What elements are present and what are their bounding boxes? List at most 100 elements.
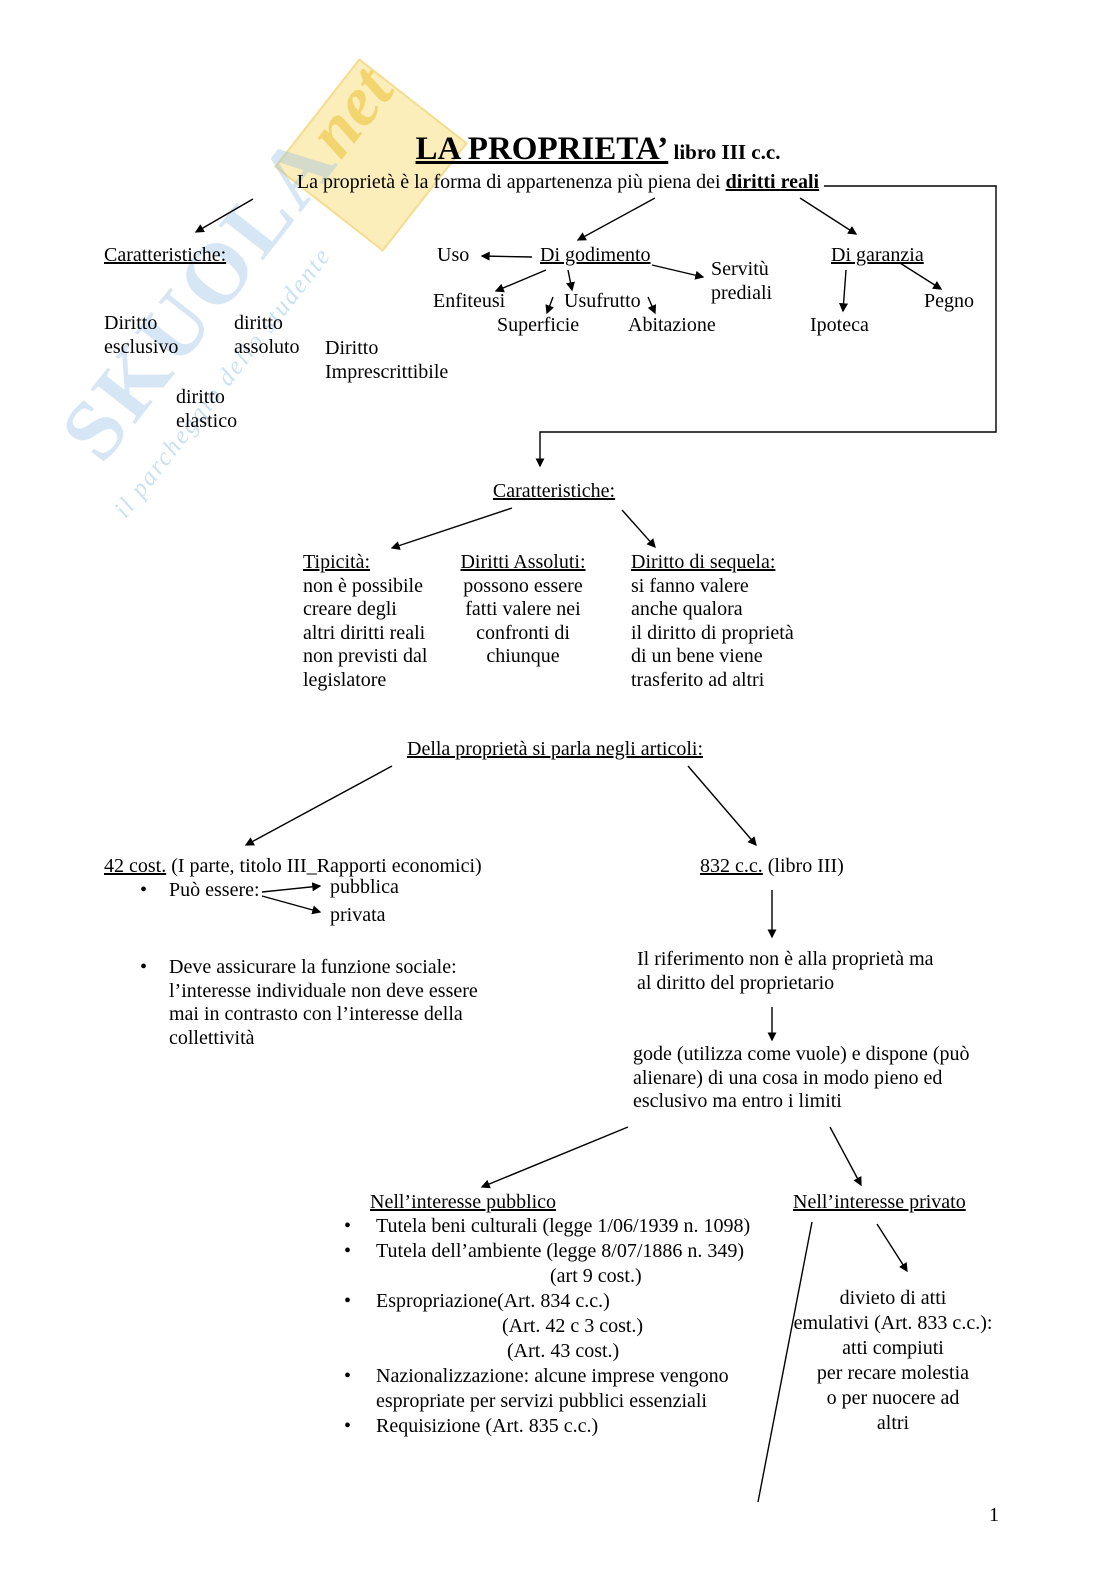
arrow-articoli-to-832cc [687,765,757,847]
bullet: • [140,879,148,901]
interesse-pubblico-label: Nell’interesse pubblico [370,1191,557,1213]
arrow-subtitle-to-garanzia [799,197,858,235]
list-item-nazionalizzazione: • Nazionalizzazione: alcune imprese vengo… [330,1364,775,1414]
arrow-garanzia-to-pegno [899,262,943,290]
node-ipoteca: Ipoteca [810,314,869,336]
arrow-usufrutto-to-abitazione [647,296,657,315]
articoli-heading-label: Della proprietà si parla negli articoli: [407,738,703,760]
interesse-privato-heading: Nell’interesse privato [793,1191,966,1215]
art832-label-rest: (libro III) [762,855,844,877]
list-item-tutela-ambiente: • Tutela dell’ambiente (legge 8/07/1886 n… [330,1239,775,1264]
page-number: 1 [989,1504,999,1526]
list-item-art43: (Art. 43 cost.) [507,1340,620,1362]
list-item-text: Tutela beni culturali (legge 1/06/1939 n… [376,1215,751,1237]
node-pubblica: pubblica [330,876,399,898]
arrow-articoli-to-42cost [244,765,393,846]
bullet: • [344,1240,352,1262]
node-diritto-esclusivo: Diritto esclusivo [104,312,179,358]
node-usufrutto: Usufrutto [564,290,641,312]
list-item-text: Nazionalizzazione: alcune imprese vengon… [376,1365,729,1412]
funzione-sociale-text: Deve assicurare la funzione sociale: l’i… [169,956,478,1049]
bullet: • [140,956,148,978]
arrow-puo-essere-to-privata [261,895,322,915]
block-diritto-di-sequela: Diritto di sequela: si fanno valere anch… [631,551,826,693]
art42-heading: 42 cost. (I parte, titolo III_Rapporti e… [104,855,482,879]
arrow-gode-to-privato [829,1126,862,1187]
node-diritto-elastico: diritto elastico [176,386,238,432]
page-title-main: LA PROPRIETA’ [415,131,669,167]
node-abitazione: Abitazione [628,314,716,336]
divieto-atti-emulativi-text: divieto di atti emulativi (Art. 833 c.c.… [793,1287,993,1434]
heading-di-godimento: Di godimento [540,244,651,268]
block-tipicita: Tipicità: non è possibile creare degli a… [303,551,458,693]
list-item-text: Tutela dell’ambiente (legge 8/07/1886 n.… [376,1240,745,1262]
art42-label: 42 cost. [104,855,167,877]
tipicita-body: non è possibile creare degli altri dirit… [303,574,428,691]
list-item-art9-cost: (art 9 cost.) [550,1265,642,1287]
di-godimento-label: Di godimento [540,244,651,266]
sequela-heading-label: Diritto di sequela: [631,551,776,573]
interesse-pubblico-heading: Nell’interesse pubblico [370,1191,556,1215]
articoli-heading: Della proprietà si parla negli articoli: [0,738,1110,762]
arrow-garanzia-to-ipoteca [839,269,849,313]
arrow-godimento-to-enfiteusi [494,269,547,293]
node-diritto-assoluto: diritto assoluto [234,312,300,358]
node-privata: privata [330,904,386,926]
interesse-pubblico-list: • Tutela beni culturali (legge 1/06/1939 … [330,1214,775,1439]
gode-text: gode (utilizza come vuole) e dispone (pu… [633,1043,970,1113]
subtitle: La proprietà è la forma di appartenenza … [0,171,1116,195]
arrow-subtitle-to-godimento [576,197,656,241]
riferimento-text: Il riferimento non è alla proprietà ma a… [637,948,934,994]
arrow-caratteristiche2-to-sequela [621,509,656,549]
arrow-godimento-to-servitu [651,264,705,280]
arrow-puo-essere-to-pubblica [261,882,322,893]
tipicita-heading: Tipicità: [303,551,458,575]
bullet: • [344,1215,352,1237]
diritti-assoluti-heading: Diritti Assoluti: [448,551,598,575]
arrow-privato-to-divieto [876,1223,908,1273]
arrow-godimento-to-uso [480,251,533,261]
arrow-subtitle-to-caratteristiche [194,198,254,233]
line-privato-continuation [757,1221,813,1503]
sequela-body: si fanno valere anche qualora il diritto… [631,574,794,691]
art832-label: 832 c.c. [700,855,763,877]
di-garanzia-label: Di garanzia [831,244,924,266]
interesse-privato-label: Nell’interesse privato [793,1191,966,1213]
node-diritto-imprescrittibile: Diritto Imprescrittibile [325,337,449,383]
subtitle-diritti-reali: diritti reali [725,171,820,193]
diritti-assoluti-body: possono essere fatti valere nei confront… [463,574,583,668]
puo-essere-label: Può essere: [169,879,260,901]
sequela-heading: Diritto di sequela: [631,551,826,575]
list-item-text: Espropriazione(Art. 834 c.c.) [376,1290,610,1312]
node-servitu-prediali: Servitù prediali [711,258,773,304]
list-item-art42c3: (Art. 42 c 3 cost.) [502,1315,644,1337]
caratteristiche-heading: Caratteristiche: [104,244,226,268]
list-item-text: Requisizione (Art. 835 c.c.) [376,1415,599,1437]
arrow-caratteristiche2-to-tipicita [390,507,513,550]
bullet: • [344,1365,352,1387]
arrow-godimento-to-usufrutto [566,269,575,292]
arrow-gode-to-pubblico [480,1126,629,1189]
art42-label-rest: (I parte, titolo III_Rapporti economici) [166,855,482,877]
list-item-tutela-beni-culturali: • Tutela beni culturali (legge 1/06/1939 … [330,1214,775,1239]
caratteristiche2-heading-label: Caratteristiche: [492,480,616,502]
heading-di-garanzia: Di garanzia [831,244,924,268]
list-item-espropriazione: • Espropriazione(Art. 834 c.c.) [330,1289,775,1314]
node-pegno: Pegno [924,290,974,312]
node-enfiteusi: Enfiteusi [433,290,506,312]
diritti-assoluti-heading-label: Diritti Assoluti: [460,551,586,573]
node-uso: Uso [437,244,470,266]
connector-diritti-reali-to-caratteristiche2 [535,185,997,468]
node-superficie: Superficie [497,314,580,336]
tipicita-heading-label: Tipicità: [303,551,371,573]
block-diritti-assoluti: Diritti Assoluti: possono essere fatti v… [448,551,598,669]
subtitle-text: La proprietà è la forma di appartenenza … [296,171,726,193]
arrow-usufrutto-to-superficie [545,296,554,315]
caratteristiche-heading-label: Caratteristiche: [104,244,227,266]
caratteristiche2-heading: Caratteristiche: [0,480,1108,504]
art832-heading: 832 c.c. (libro III) [700,855,844,879]
bullet: • [344,1290,352,1312]
page-title: LA PROPRIETA’ libro III c.c. [40,130,1116,169]
